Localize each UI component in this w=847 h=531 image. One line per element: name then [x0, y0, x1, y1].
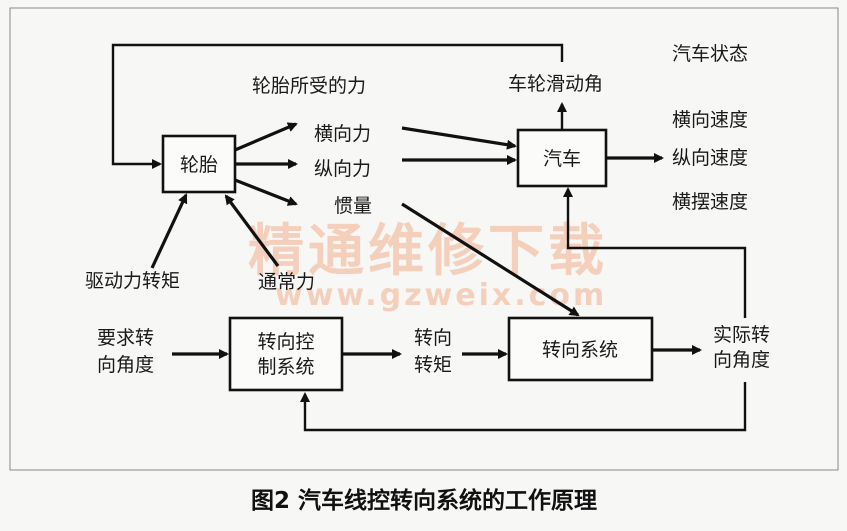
- steering-control-box: [228, 316, 344, 392]
- normal-force-arrow: [224, 194, 280, 267]
- angle-to-vehicle-arrow: [563, 187, 747, 318]
- actual-angle-label-2: 向角度: [713, 349, 770, 371]
- lateral-force-label: 横向力: [314, 123, 371, 145]
- longitudinal-force-label: 纵向力: [314, 158, 371, 180]
- steer-torque-label-1: 转向: [414, 327, 452, 349]
- inertia-label: 惯量: [334, 195, 372, 217]
- steering-control-label-1: 转向控: [257, 331, 314, 353]
- angle-feedback-arrow: [300, 382, 747, 432]
- normal-force-label: 通常力: [258, 271, 315, 293]
- watermark-title: 精通维修下载: [248, 219, 608, 284]
- actual-angle-label-1: 实际转: [713, 324, 770, 346]
- drive-torque-arrow: [150, 193, 188, 269]
- longitudinal-speed-label: 纵向速度: [672, 147, 748, 169]
- yaw-rate-label: 横摆速度: [672, 191, 748, 213]
- lateral-to-vehicle-arrow: [401, 126, 517, 150]
- inertia-to-steering-arrow: [401, 202, 580, 317]
- steering-system-label: 转向系统: [542, 339, 618, 361]
- tire-forces-label: 轮胎所受的力: [252, 75, 366, 97]
- tire-box: [161, 134, 237, 194]
- tire-label: 轮胎: [180, 154, 218, 176]
- steering-control-label-2: 制系统: [257, 356, 314, 378]
- figure-caption: 图2 汽车线控转向系统的工作原理: [251, 487, 597, 514]
- lateral-speed-label: 横向速度: [672, 109, 748, 131]
- vehicle-state-label: 汽车状态: [672, 43, 748, 65]
- steer-torque-label-2: 转矩: [414, 354, 452, 376]
- wheel-slip-label: 车轮滑动角: [508, 73, 603, 95]
- required-angle-label-2: 向角度: [97, 354, 154, 376]
- drive-torque-label: 驱动力转矩: [85, 270, 180, 292]
- watermark-url: www.gzweix.com: [275, 278, 607, 313]
- required-angle-label-1: 要求转: [97, 327, 154, 349]
- vehicle-label: 汽车: [543, 148, 581, 170]
- tire-to-inertia-arrow: [234, 178, 298, 206]
- diagram-frame: [9, 7, 839, 471]
- tire-to-lateral-arrow: [234, 122, 298, 152]
- slip-feedback-arrow: [111, 43, 564, 169]
